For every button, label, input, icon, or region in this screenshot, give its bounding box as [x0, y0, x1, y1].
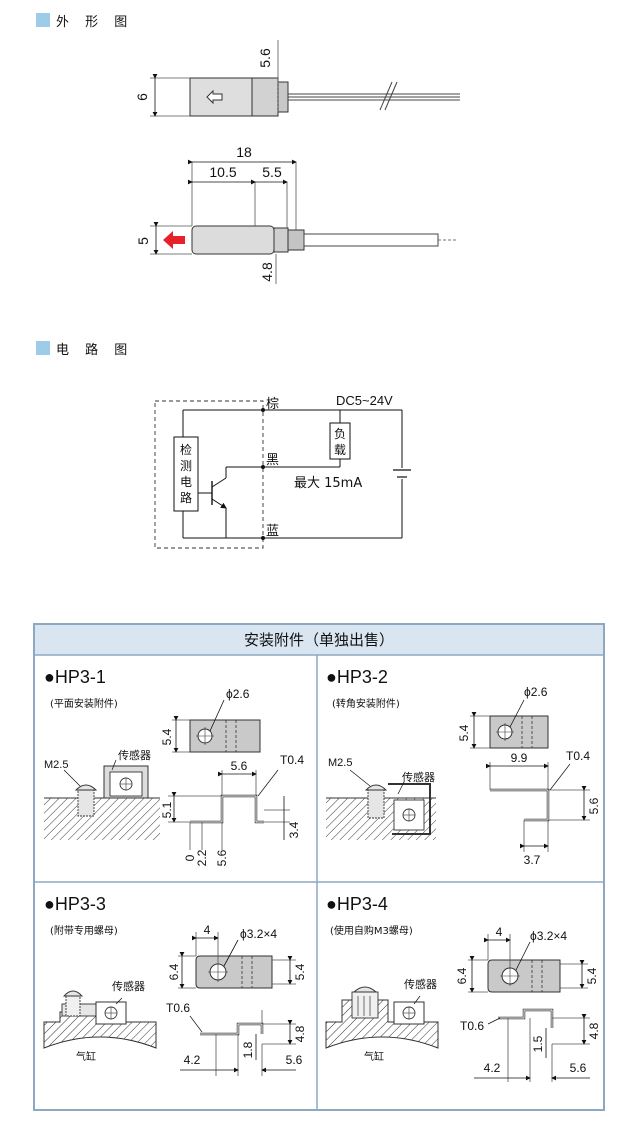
panel4-model: ●HP3-4 [326, 894, 388, 914]
panel2-screw: M2.5 [328, 757, 352, 769]
panel1-bracket-profile [168, 769, 290, 850]
panel2-height: 5.4 [457, 724, 471, 741]
detection-direction-icon [163, 231, 185, 249]
panel4-desc: (使用自购M3螺母) [330, 924, 413, 937]
panel3-h2: 1.8 [241, 1041, 255, 1058]
panel3-model: ●HP3-3 [44, 894, 106, 914]
dim-head-height: 6 [134, 93, 150, 101]
panel3-desc: (附带专用螺母) [50, 924, 118, 937]
panel3-h-left: 6.4 [167, 963, 181, 980]
panel2-b1: 3.7 [524, 853, 541, 867]
direction-arrow-icon [206, 89, 223, 105]
dim-left: 10.5 [209, 164, 236, 180]
panel2-width: 9.9 [511, 751, 528, 765]
panel1-thickness: T0.4 [280, 753, 304, 767]
panel4-h-right: 5.4 [585, 967, 599, 984]
detect-label-2: 测 [180, 459, 192, 473]
panel3-h-right: 5.4 [293, 963, 307, 980]
wire-brown-label: 棕 [266, 397, 279, 412]
accessories-title: 安装附件（单独出售） [244, 631, 394, 649]
dim-sleeve: 5.6 [257, 48, 273, 68]
panel4-h-left: 6.4 [455, 967, 469, 984]
panel4-h1: 4.8 [587, 1022, 601, 1039]
panel3-thickness: T0.6 [166, 1001, 190, 1015]
dim-right: 5.5 [262, 164, 282, 180]
max-current: 最大 15mA [294, 476, 362, 491]
panel4-cylinder: 气缸 [364, 1050, 384, 1063]
section-marker [36, 341, 50, 355]
circuit-diagram [154, 400, 411, 549]
detect-label-1: 检 [180, 442, 192, 457]
panel2-bracket-profile [486, 762, 590, 852]
load-label-1: 负 [334, 427, 346, 441]
panel3-cylinder: 气缸 [76, 1050, 96, 1063]
panel4-h2: 1.5 [531, 1035, 545, 1052]
outline-title: 外 形 图 [56, 15, 134, 30]
panel4-sensor: 传感器 [404, 978, 437, 991]
dim-total: 18 [236, 144, 252, 160]
panel2-mount-illustration [326, 769, 436, 840]
panel3-mount-illustration [43, 990, 157, 1049]
wire-blue-label: 蓝 [266, 524, 279, 539]
panel4-bracket-profile [474, 1008, 590, 1082]
panel1-h2: 3.4 [287, 821, 301, 838]
panel2-plate-drawing [470, 699, 549, 749]
panel2-hole: ϕ2.6 [524, 685, 548, 699]
panel2-model: ●HP3-2 [326, 667, 388, 687]
panel3-offset: 4 [204, 923, 211, 937]
section-marker [36, 13, 50, 27]
dim-side-height: 5 [135, 237, 151, 245]
panel4-b1: 4.2 [484, 1061, 501, 1075]
panel1-hole: ϕ2.6 [226, 687, 250, 701]
panel1-sensor: 传感器 [118, 749, 151, 762]
panel4-hole: ϕ3.2×4 [530, 929, 567, 943]
panel1-screw: M2.5 [44, 759, 68, 771]
panel2-sensor: 传感器 [402, 771, 435, 784]
panel3-sensor: 传感器 [112, 980, 145, 993]
panel1-model: ●HP3-1 [44, 667, 106, 687]
panel2-h1: 5.6 [587, 797, 601, 814]
panel1-h1: 5.1 [160, 801, 174, 818]
panel1-b1: 2.2 [195, 849, 209, 866]
panel1-mount-illustration [44, 759, 160, 840]
panel4-plate-drawing [468, 934, 588, 993]
panel3-b2: 5.6 [286, 1053, 303, 1067]
panel4-offset: 4 [496, 925, 503, 939]
panel1-plate-drawing [172, 699, 261, 753]
wire-black-label: 黑 [266, 453, 279, 468]
panel2-desc: (转角安装附件) [332, 697, 400, 710]
panel3-b1: 4.2 [184, 1053, 201, 1067]
detect-label-3: 电 [180, 475, 192, 489]
panel1-b0: 0 [183, 854, 197, 861]
panel4-thickness: T0.6 [460, 1019, 484, 1033]
panel1-b2: 5.6 [215, 849, 229, 866]
panel3-plate-drawing [178, 932, 296, 989]
panel4-mount-illustration [325, 986, 439, 1049]
circuit-title: 电 路 图 [56, 343, 134, 358]
panel2-thickness: T0.4 [566, 749, 590, 763]
panel3-hole: ϕ3.2×4 [240, 927, 277, 941]
outline-top-view [150, 40, 460, 117]
detect-label-4: 路 [180, 490, 192, 505]
panel4-b2: 5.6 [570, 1061, 587, 1075]
dim-bottom: 4.8 [259, 262, 275, 282]
load-label-2: 载 [334, 443, 346, 457]
panel1-height: 5.4 [160, 728, 174, 745]
panel1-width: 5.6 [231, 759, 248, 773]
outline-side-view [150, 159, 458, 284]
panel3-bracket-profile [180, 1010, 296, 1076]
panel1-desc: (平面安装附件) [50, 697, 118, 710]
panel3-h1: 4.8 [293, 1025, 307, 1042]
supply-voltage: DC5~24V [336, 393, 393, 408]
